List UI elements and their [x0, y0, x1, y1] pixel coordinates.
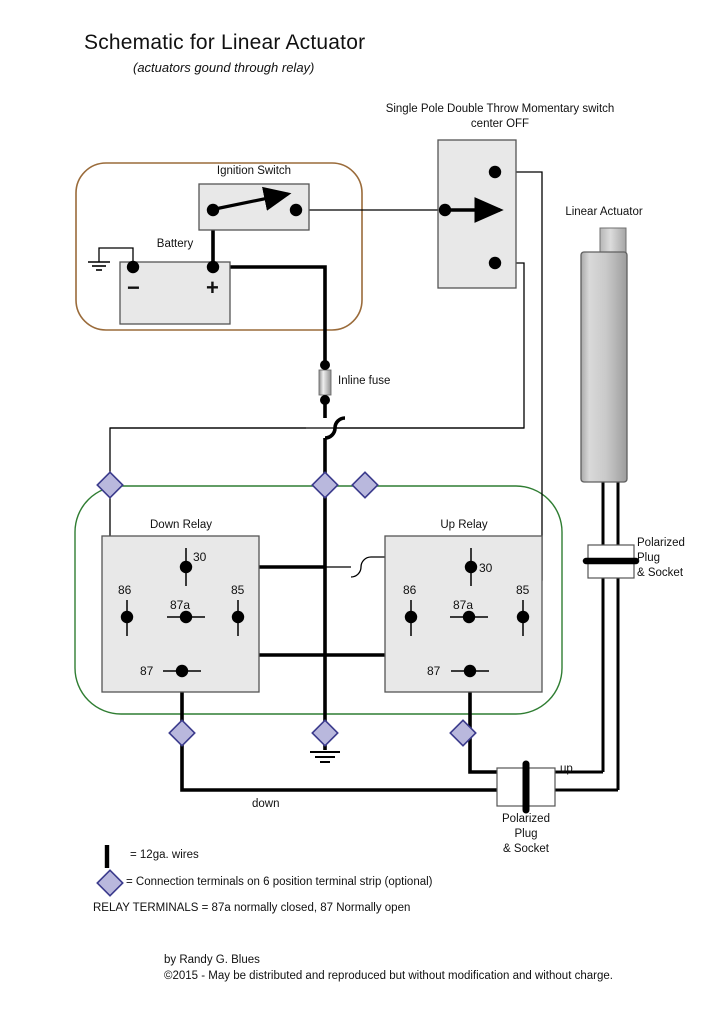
battery-group-boundary [75, 162, 363, 331]
page-title: Schematic for Linear Actuator [84, 31, 366, 54]
wire-main-hop-over [324, 416, 346, 440]
page-subtitle: (actuators gound through relay) [133, 60, 315, 75]
fuse-bottom-node [320, 395, 330, 405]
up-relay-30-label: 30 [479, 561, 493, 575]
up-relay-87a-label: 87a [453, 598, 474, 612]
ignition-out-contact [289, 203, 303, 217]
battery-ground-wire [98, 247, 134, 267]
wire-up-87-out [468, 671, 497, 774]
circuit-ground-symbol [310, 751, 340, 763]
spdt-top-contact [488, 165, 502, 179]
inline-fuse-body [318, 369, 332, 396]
battery-positive-sign: + [206, 275, 219, 300]
down-relay-86-label: 86 [118, 583, 132, 597]
spdt-switch-label-line2: center OFF [470, 118, 530, 130]
terminal-diamond-bottom-left [168, 719, 196, 747]
actuator-body [580, 251, 628, 483]
wire-battery-plus-main [213, 265, 327, 365]
down-relay-85-label: 85 [231, 583, 245, 597]
footer-author: by Randy G. Blues [164, 954, 260, 966]
wire-up-label: up [560, 763, 573, 775]
bottom-plug-label-line2: Plug [514, 828, 538, 840]
right-plug-label-line3: & Socket [637, 567, 684, 579]
legend-wire-gauge-text: = 12ga. wires [130, 849, 199, 861]
up-relay-87-label: 87 [427, 664, 441, 678]
ignition-pivot-contact [206, 203, 220, 217]
right-plug-label-line2: Plug [637, 552, 661, 564]
up-relay-86-label: 86 [403, 583, 417, 597]
legend-relay-text: RELAY TERMINALS = 87a normally closed, 8… [93, 902, 411, 914]
ignition-arm-arrow [214, 186, 292, 211]
wire-hop-relay30 [350, 556, 372, 578]
terminal-diamond-bottom-right [449, 719, 477, 747]
legend-terminal-text: = Connection terminals on 6 position ter… [126, 876, 433, 888]
battery-negative-sign: − [127, 275, 140, 300]
wire-down-87-out [180, 671, 497, 792]
footer-copyright: ©2015 - May be distributed and reproduce… [164, 970, 613, 982]
legend-terminal-diamond [96, 869, 124, 897]
inline-fuse-label: Inline fuse [338, 375, 391, 387]
down-relay-87a-label: 87a [170, 598, 191, 612]
wire-down-label: down [252, 798, 280, 810]
right-plug-label-line1: Polarized [637, 537, 685, 549]
bottom-plug-label-line1: Polarized [502, 813, 550, 825]
battery-positive-terminal [206, 260, 220, 274]
battery-ground-symbol [88, 261, 110, 271]
battery-label: Battery [156, 238, 194, 250]
spdt-common-contact [438, 203, 452, 217]
linear-actuator-label: Linear Actuator [565, 206, 643, 218]
spdt-bottom-contact [488, 256, 502, 270]
down-relay-87-label: 87 [140, 664, 154, 678]
terminal-diamond-top-mid [311, 471, 339, 499]
spdt-switch-label-line1: Single Pole Double Throw Momentary switc… [385, 103, 615, 115]
terminal-diamond-bottom-mid [311, 719, 339, 747]
up-relay-85-label: 85 [516, 583, 530, 597]
actuator-shaft [599, 227, 627, 255]
terminal-diamond-top-left [96, 471, 124, 499]
bottom-plug-label-line3: & Socket [502, 843, 550, 855]
fuse-top-node [320, 360, 330, 370]
up-relay-label: Up Relay [440, 519, 488, 531]
terminal-diamond-top-right [351, 471, 379, 499]
ignition-switch-label: Ignition Switch [216, 165, 292, 177]
down-relay-30-label: 30 [193, 550, 207, 564]
down-relay-label: Down Relay [150, 519, 212, 531]
